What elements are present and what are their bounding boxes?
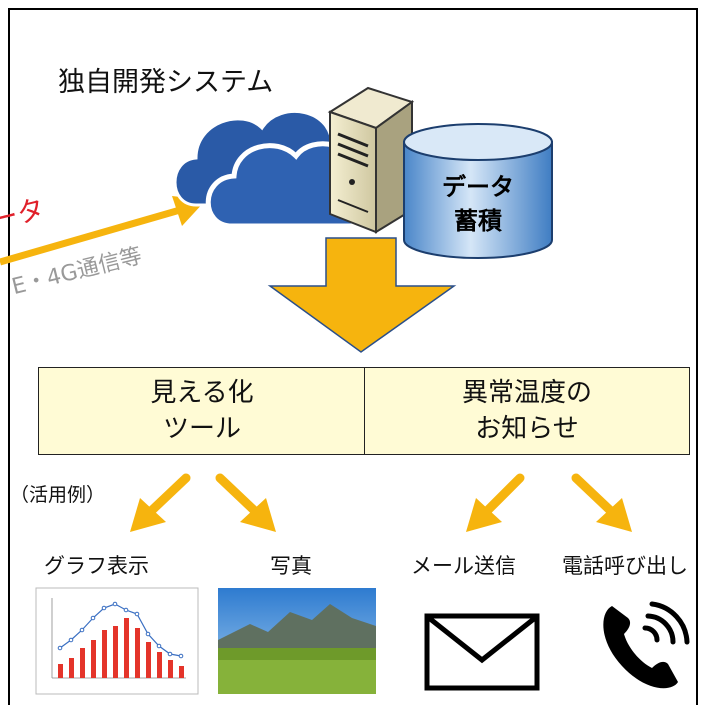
abnormal-temperature-alert-box: 異常温度の お知らせ [364,367,690,455]
arrow-to-photo [215,473,276,532]
graph-bars [58,618,184,678]
big-down-arrow [267,237,457,353]
landscape-photo [218,588,376,694]
visualization-tool-box: 見える化 ツール [38,367,366,455]
arrow-to-graph [130,473,191,532]
server-icon [327,86,415,234]
graph-caption: グラフ表示 [44,554,149,578]
mail-icon [424,613,540,691]
cloud-icon [173,109,381,229]
phone-icon [603,601,690,689]
photo-caption: 写真 [270,554,312,578]
system-title: 独自開発システム [58,67,274,98]
graph-line-points [57,601,184,659]
graph-thumbnail [35,587,199,695]
examples-label: （活用例） [10,484,106,506]
phone-caption: 電話呼び出し [562,554,688,578]
arrow-to-phone [571,473,632,532]
diagram-frame [8,8,698,705]
arrow-to-mail [466,473,525,532]
mail-caption: メール送信 [411,554,516,578]
database-icon [403,123,553,259]
storage-label: データ 蓄積 [442,173,514,235]
example-arrows [130,473,632,532]
